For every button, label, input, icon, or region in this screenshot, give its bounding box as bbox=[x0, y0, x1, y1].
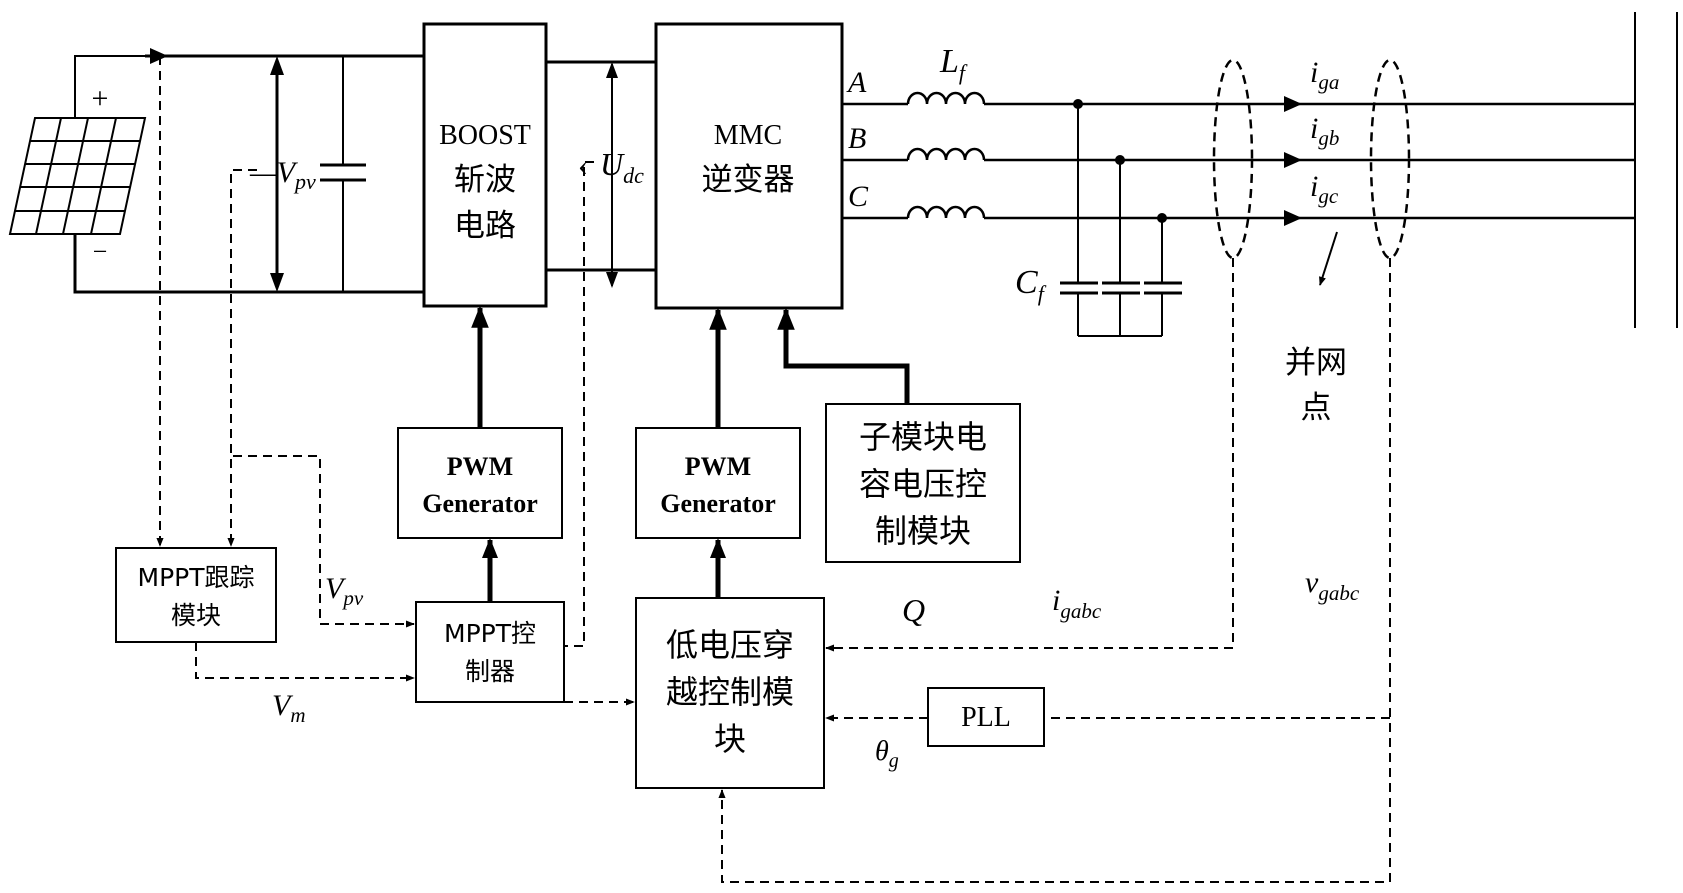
udc-label: ‹ Udc bbox=[578, 146, 644, 188]
q-label: Q bbox=[902, 592, 925, 628]
udc-voltage-arrow bbox=[606, 62, 618, 288]
phase-b-label: B bbox=[848, 122, 866, 155]
grid-bus-icon bbox=[1634, 12, 1678, 328]
submodule-line3: 制模块 bbox=[875, 512, 971, 550]
grid-point-line1: 并网 bbox=[1285, 345, 1347, 381]
vpv-label: —Vpv bbox=[249, 156, 316, 194]
dashed-signal-lines bbox=[156, 56, 1391, 883]
mppt-ctrl-line1: MPPT控 bbox=[444, 619, 536, 648]
pll-label: PLL bbox=[961, 702, 1011, 733]
dc-bus-wiring bbox=[546, 60, 656, 272]
pwm-right-line1: PWM bbox=[685, 452, 751, 481]
pv-panel-icon bbox=[8, 117, 147, 235]
grid-current-labels: iga igb igc bbox=[1310, 56, 1339, 208]
grid-current-arrows bbox=[1284, 96, 1302, 226]
mppt-controller-block[interactable] bbox=[415, 601, 565, 703]
phase-c-label: C bbox=[848, 180, 869, 213]
theta-label: θg bbox=[875, 736, 899, 772]
lvrt-control-block[interactable] bbox=[635, 597, 825, 789]
submodule-capacitor-control-block[interactable] bbox=[825, 403, 1021, 563]
svg-text:Lf: Lf bbox=[939, 43, 968, 85]
submodule-line2: 容电压控 bbox=[859, 465, 987, 503]
mppt-ctrl-line2: 制器 bbox=[465, 657, 515, 686]
mppt-tracking-block[interactable] bbox=[115, 547, 277, 643]
grid-point-pointer bbox=[1319, 231, 1338, 286]
pwm-right-line2: Generator bbox=[660, 489, 776, 518]
voltage-sensor-ellipse bbox=[1369, 58, 1411, 260]
igb-label: igb bbox=[1310, 112, 1339, 150]
vm-label: Vm bbox=[272, 689, 306, 727]
lvrt-line3: 块 bbox=[714, 720, 746, 758]
vgabc-label: vgabc bbox=[1305, 566, 1360, 605]
boost-line2: 斩波 bbox=[454, 162, 516, 198]
pwm-generator-left[interactable] bbox=[397, 427, 563, 539]
dc-capacitor-icon bbox=[320, 56, 366, 292]
filter-capacitor-icon bbox=[1060, 104, 1182, 337]
mmc-line2: 逆变器 bbox=[702, 162, 795, 198]
phase-a-label: A bbox=[846, 66, 867, 99]
lf-label: Lf bbox=[939, 43, 968, 85]
pv-dc-wiring bbox=[73, 54, 424, 294]
svg-text:Udc: Udc bbox=[600, 146, 644, 188]
pv-minus-terminal: − bbox=[93, 237, 108, 266]
lvrt-line2: 越控制模 bbox=[666, 673, 794, 711]
submodule-line1: 子模块电 bbox=[859, 418, 987, 456]
filter-inductor-icon bbox=[906, 91, 986, 219]
svg-text:Cf: Cf bbox=[1015, 264, 1047, 306]
current-sensor-ellipse bbox=[1212, 58, 1254, 260]
igabc-label: igabc bbox=[1052, 584, 1102, 623]
pv-plus-terminal: + bbox=[92, 82, 109, 115]
igc-label: igc bbox=[1310, 170, 1339, 208]
svg-text:‹: ‹ bbox=[578, 149, 588, 182]
lvrt-line1: 低电压穿 bbox=[666, 626, 794, 664]
pwm-left-line2: Generator bbox=[422, 489, 538, 518]
mppt-track-line2: 模块 bbox=[171, 601, 221, 630]
signal-labels: Vpv Vm Q igabc vgabc θg bbox=[272, 566, 1360, 772]
phase-labels: A B C bbox=[846, 66, 869, 213]
grid-point-line2: 点 bbox=[1301, 390, 1332, 426]
thick-control-arrows bbox=[471, 305, 910, 602]
boost-line1: BOOST bbox=[439, 120, 531, 151]
cf-junction-dots bbox=[1073, 99, 1167, 223]
pwm-generator-right[interactable] bbox=[635, 427, 801, 539]
cf-label: Cf bbox=[1015, 264, 1047, 306]
mmc-line1: MMC bbox=[714, 120, 782, 151]
pwm-left-line1: PWM bbox=[447, 452, 513, 481]
mmc-inverter-block[interactable] bbox=[654, 22, 844, 310]
boost-line3: 电路 bbox=[454, 208, 516, 244]
vpv-ctrl-label: Vpv bbox=[325, 572, 364, 610]
vpv-voltage-arrow bbox=[270, 56, 284, 292]
mppt-track-line1: MPPT跟踪 bbox=[138, 563, 255, 592]
ac-phase-wiring bbox=[842, 102, 1635, 220]
iga-label: iga bbox=[1310, 56, 1339, 94]
pll-block[interactable] bbox=[927, 687, 1045, 747]
boost-chopper-block[interactable] bbox=[422, 22, 548, 308]
svg-text:—Vpv: —Vpv bbox=[249, 156, 316, 194]
